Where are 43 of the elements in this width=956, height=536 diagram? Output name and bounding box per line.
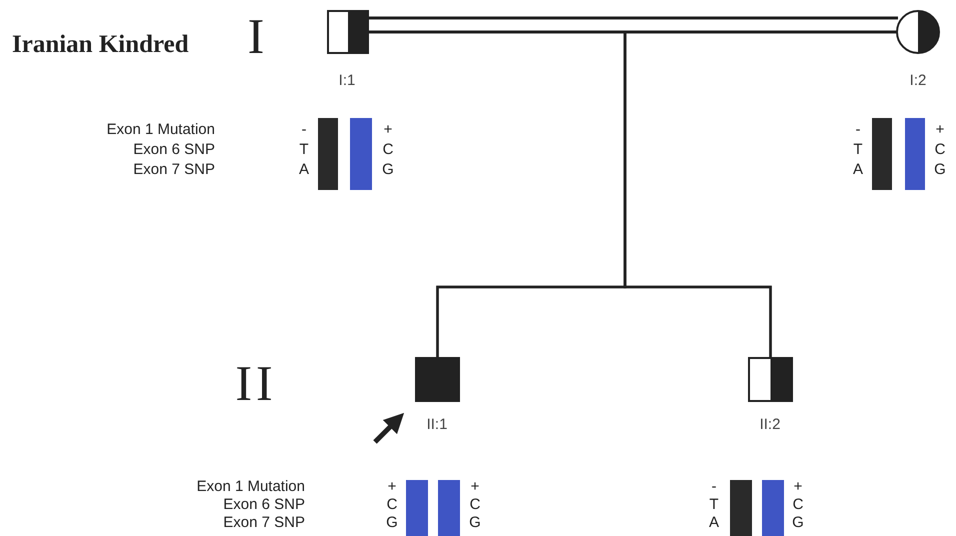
allele-label: + <box>386 478 398 496</box>
marker-name: Exon 6 SNP <box>222 496 305 514</box>
generation-label: II <box>234 355 278 411</box>
allele-label: A <box>708 514 720 532</box>
allele-label: T <box>298 141 310 159</box>
allele-label: A <box>852 161 864 179</box>
title: Iranian Kindred <box>12 30 189 60</box>
allele-label: - <box>854 121 862 139</box>
allele-label: A <box>298 161 310 179</box>
allele-label: C <box>386 496 398 514</box>
affected-male-square <box>415 357 460 402</box>
individual-id: I:1 <box>338 72 356 90</box>
individual-id: II:2 <box>758 416 782 434</box>
allele-label: G <box>385 514 399 532</box>
marker-name: Exon 1 Mutation <box>196 478 305 496</box>
marker-name: Exon 6 SNP <box>132 141 215 159</box>
allele-label: - <box>710 478 718 496</box>
marker-name: Exon 1 Mutation <box>106 121 215 139</box>
carrier-female-circle <box>896 10 940 54</box>
allele-label: + <box>470 478 480 496</box>
allele-label: G <box>381 161 395 179</box>
carrier-male-square <box>748 357 793 402</box>
allele-label: G <box>933 161 947 179</box>
carrier-male-square <box>327 10 369 54</box>
generation-label: I <box>246 8 270 64</box>
allele-label: + <box>382 121 394 139</box>
allele-label: + <box>934 121 946 139</box>
allele-label: + <box>792 478 804 496</box>
double-marriage-line <box>369 16 898 34</box>
allele-label: T <box>708 496 720 514</box>
allele-label: G <box>791 514 805 532</box>
allele-label: C <box>934 141 946 159</box>
marker-name: Exon 7 SNP <box>132 161 215 179</box>
individual-id: I:2 <box>908 72 928 90</box>
allele-label: T <box>852 141 864 159</box>
allele-label: C <box>468 496 482 514</box>
allele-label: - <box>300 121 308 139</box>
arrow <box>373 412 404 444</box>
marker-name: Exon 7 SNP <box>222 514 305 532</box>
allele-label: G <box>468 514 482 532</box>
allele-label: C <box>792 496 804 514</box>
individual-id: II:1 <box>426 416 448 434</box>
allele-label: C <box>382 141 394 159</box>
